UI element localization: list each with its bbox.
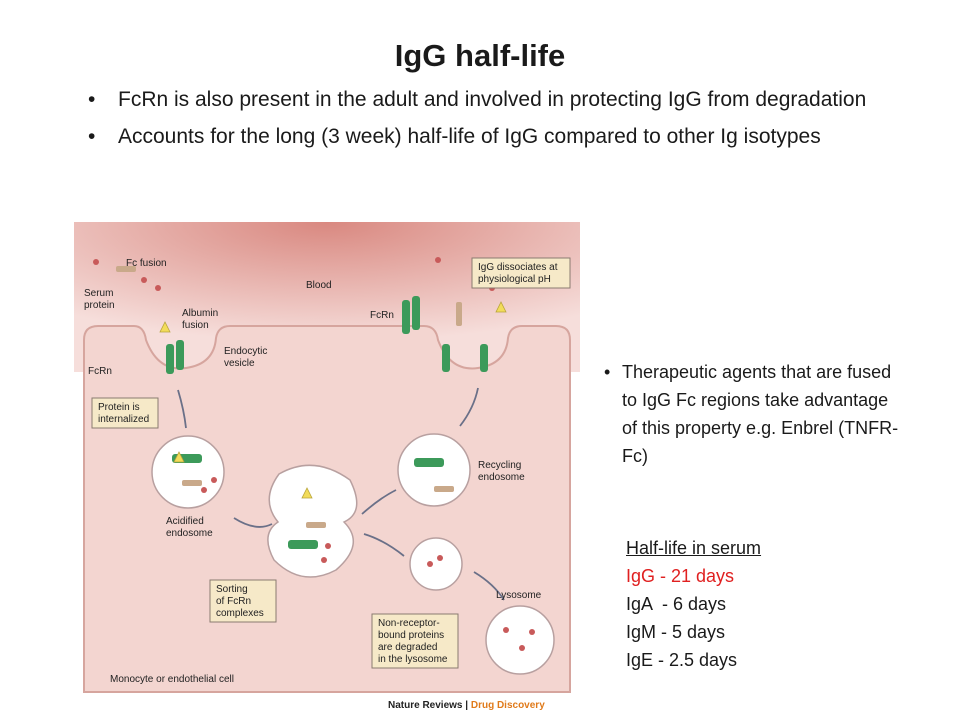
- lysosome: [485, 605, 555, 675]
- label-dissociates-1: IgG dissociates at: [478, 262, 558, 273]
- label-dissociates-2: physiological pH: [478, 274, 551, 285]
- halflife-row-igg: IgG - 21 days: [626, 566, 735, 586]
- halflife-header: Half-life in serum: [626, 538, 762, 558]
- transit-vesicle: [409, 537, 463, 591]
- label-protein: protein: [84, 300, 115, 311]
- label-acidified-2: endosome: [166, 528, 213, 539]
- label-sorting-1: Sorting: [216, 584, 248, 595]
- acidified-endosome: [151, 435, 225, 509]
- label-albumin: Albumin: [182, 308, 218, 319]
- label-fusion: fusion: [182, 320, 209, 331]
- bullet-fcrn-adult: FcRn is also present in the adult and in…: [88, 86, 868, 114]
- halflife-row-ige: IgE - 2.5 days: [626, 650, 738, 670]
- recycling-endosome: [397, 433, 471, 507]
- label-sorting-2: of FcRn: [216, 596, 251, 607]
- side-note-therapeutics: Therapeutic agents that are fused to IgG…: [604, 358, 904, 470]
- box-sorting: [209, 579, 277, 623]
- halflife-row-iga: IgA - 6 days: [626, 594, 727, 614]
- label-recycling-2: endosome: [478, 472, 525, 483]
- label-recycling-1: Recycling: [478, 460, 521, 471]
- halflife-table: Half-life in serum IgG - 21 days IgA - 6…: [626, 534, 761, 674]
- bullet-half-life: Accounts for the long (3 week) half-life…: [88, 123, 868, 151]
- label-cell: Monocyte or endothelial cell: [110, 674, 234, 685]
- label-acidified-1: Acidified: [166, 516, 204, 527]
- label-endocytic: Endocytic: [224, 346, 267, 357]
- serum-proteins: [93, 257, 535, 651]
- albumin-molecules: [159, 301, 507, 499]
- label-lysosome: Lysosome: [496, 590, 542, 601]
- label-sorting-3: complexes: [216, 608, 264, 619]
- label-fcrn-left: FcRn: [88, 366, 112, 377]
- label-internalized-2: internalized: [98, 414, 149, 425]
- halflife-row-igm: IgM - 5 days: [626, 622, 726, 642]
- side-note-list: Therapeutic agents that are fused to IgG…: [604, 358, 904, 470]
- label-serum: Serum: [84, 288, 113, 299]
- fcrn-recycling-figure: Fc fusion Serum protein Albumin fusion B…: [74, 222, 580, 711]
- box-dissociates: [471, 257, 571, 289]
- igg-molecules: [116, 266, 462, 528]
- label-vesicle: vesicle: [224, 358, 255, 369]
- label-internalized-1: Protein is: [98, 402, 140, 413]
- label-fcrn-right: FcRn: [370, 310, 394, 321]
- box-nonreceptor: [371, 613, 459, 669]
- label-blood: Blood: [306, 280, 332, 291]
- box-internalized: [91, 397, 159, 429]
- label-nonreceptor-4: in the lysosome: [378, 654, 448, 665]
- label-fc-fusion: Fc fusion: [126, 258, 167, 269]
- sorting-endosome: [267, 464, 358, 578]
- slide-title: IgG half-life: [394, 38, 566, 73]
- pathway-arrows: [177, 387, 505, 601]
- main-bullet-list: FcRn is also present in the adult and in…: [88, 86, 868, 160]
- label-nonreceptor-1: Non-receptor-: [378, 618, 440, 629]
- figure-credit: Nature Reviews | Drug Discovery: [388, 700, 545, 711]
- label-nonreceptor-3: are degraded: [378, 642, 438, 653]
- fcrn-receptors: [166, 296, 488, 549]
- label-nonreceptor-2: bound proteins: [378, 630, 444, 641]
